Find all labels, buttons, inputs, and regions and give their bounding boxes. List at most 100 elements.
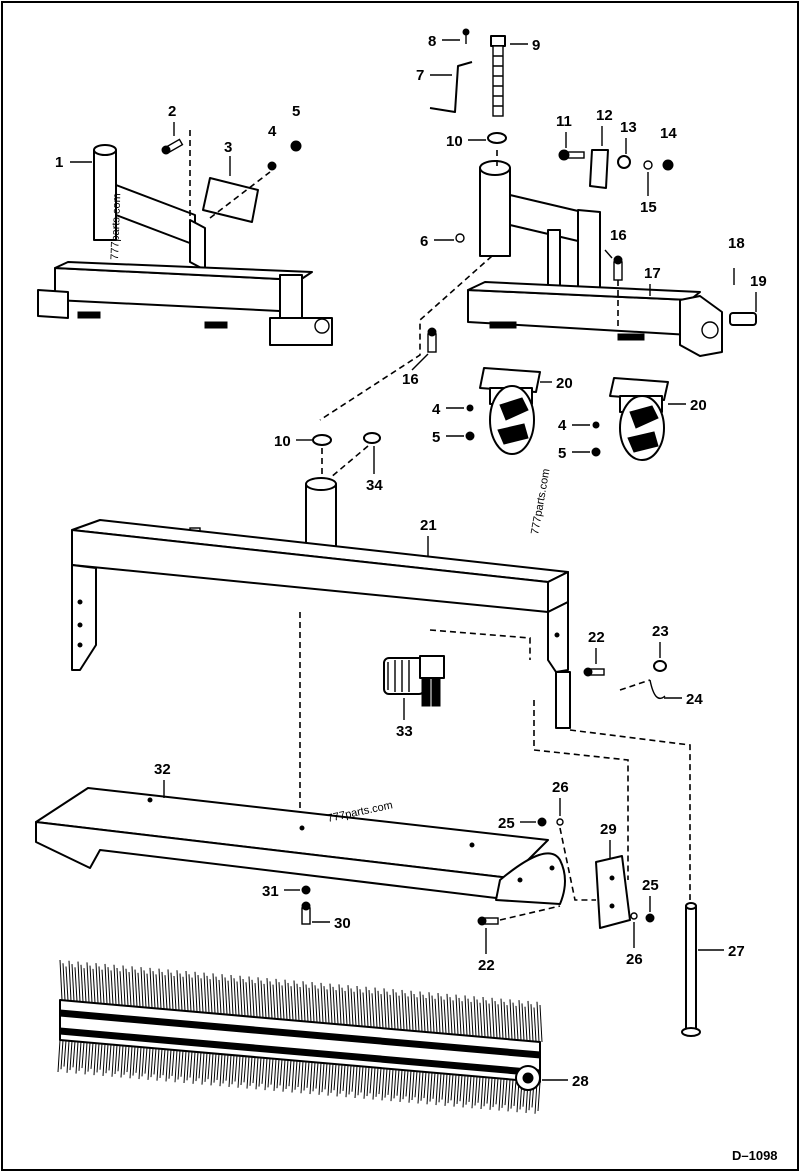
callout-10-lower: 10 (274, 433, 291, 450)
callout-31: 31 (262, 883, 279, 900)
callout-labels: 1 2 3 4 5 6 7 8 9 10 11 12 13 14 15 16 1… (55, 33, 767, 1090)
assembly-line-26 (559, 827, 596, 901)
callout-22-lower: 22 (478, 957, 495, 974)
part-5-nut-right (591, 447, 601, 457)
part-17-mount-frame (467, 160, 723, 357)
part-16-bolt-lower (427, 327, 437, 353)
part-10-washer (487, 132, 507, 144)
callout-4: 4 (268, 123, 277, 140)
callout-26-upper: 26 (552, 779, 569, 796)
part-5-nut-left (465, 431, 475, 441)
assembly-line-29 (533, 700, 629, 880)
callout-5: 5 (292, 103, 300, 120)
part-30-bolt (301, 901, 311, 925)
watermark-right: 777parts.com (529, 468, 552, 536)
part-22-bolt-lower (477, 916, 499, 926)
part-21-bracket (555, 671, 571, 729)
watermark-left: 777parts.com (109, 193, 123, 260)
callout-28: 28 (572, 1073, 589, 1090)
callout-16-lower: 16 (402, 371, 419, 388)
assembly-line-33 (429, 629, 531, 660)
callout-21: 21 (420, 517, 437, 534)
callout-19: 19 (750, 273, 767, 290)
drawing-number: D–1098 (732, 1148, 778, 1163)
part-5-nut (290, 140, 302, 152)
callout-29: 29 (600, 821, 617, 838)
callout-32: 32 (154, 761, 171, 778)
callout-10: 10 (446, 133, 463, 150)
callout-18: 18 (728, 235, 745, 252)
part-9-bolt (490, 35, 506, 117)
callout-16: 16 (610, 227, 627, 244)
callout-5-left: 5 (432, 429, 440, 446)
part-13-spacer (617, 155, 631, 169)
part-8-pin (462, 28, 470, 44)
part-20-caster-left (479, 367, 541, 455)
part-25-nut-upper (537, 817, 547, 827)
part-33-hydraulic-motor (383, 655, 445, 707)
assembly-line-23 (619, 679, 651, 691)
part-4-washer-right (592, 421, 600, 429)
callout-11: 11 (556, 113, 572, 130)
callout-1: 1 (55, 154, 63, 171)
part-22-bolt-upper (583, 667, 605, 677)
callout-4-left: 4 (432, 401, 441, 418)
part-11-bolt (558, 149, 585, 161)
assembly-line-27 (569, 729, 691, 900)
part-19-pin (729, 312, 757, 326)
callout-12: 12 (596, 107, 613, 124)
part-32-hood (35, 787, 566, 905)
part-4-washer-left (466, 404, 474, 412)
part-3-plate (202, 177, 259, 223)
part-7-handle (429, 61, 473, 113)
part-10-washer-lower (312, 434, 332, 446)
part-21-main-frame (71, 477, 569, 673)
callout-20-left: 20 (556, 375, 573, 392)
callout-15: 15 (640, 199, 657, 216)
part-6-grease-fitting (455, 233, 465, 243)
callout-17: 17 (644, 265, 661, 282)
callout-22-upper: 22 (588, 629, 605, 646)
callout-2: 2 (168, 103, 176, 120)
callout-25-lower: 25 (642, 877, 659, 894)
callout-33: 33 (396, 723, 413, 740)
callout-13: 13 (620, 119, 637, 136)
callout-7: 7 (416, 67, 424, 84)
part-29-side-plate (595, 855, 631, 929)
callout-5-right: 5 (558, 445, 566, 462)
part-1-mount-frame (37, 144, 333, 346)
part-28-brush (57, 959, 543, 1114)
part-12-clip (589, 149, 609, 189)
part-34-bushing (363, 432, 381, 444)
callout-25-upper: 25 (498, 815, 515, 832)
callout-3: 3 (224, 139, 232, 156)
part-24-clip (649, 679, 666, 700)
callout-30: 30 (334, 915, 351, 932)
part-4-washer (267, 161, 277, 171)
part-27-shaft (681, 902, 701, 1037)
callout-9: 9 (532, 37, 540, 54)
part-23-clevis (653, 660, 667, 672)
callout-6: 6 (420, 233, 428, 250)
part-26-washer-lower (630, 912, 638, 920)
part-26-washer-upper (556, 818, 564, 826)
part-25-nut-lower (645, 913, 655, 923)
callout-14: 14 (660, 125, 677, 142)
callout-24: 24 (686, 691, 703, 708)
callout-27: 27 (728, 943, 745, 960)
assembly-line-34 (329, 445, 369, 479)
callout-34: 34 (366, 477, 383, 494)
assembly-line-22b (499, 905, 561, 921)
assembly-line-3 (209, 171, 271, 219)
part-16-bolt-upper (613, 255, 623, 281)
callout-20-right: 20 (690, 397, 707, 414)
part-31-washer (301, 885, 311, 895)
callout-26-lower: 26 (626, 951, 643, 968)
part-15-washer (643, 160, 653, 170)
part-14-nut (662, 159, 674, 171)
callout-8: 8 (428, 33, 436, 50)
part-2-bolt (161, 138, 184, 155)
callout-4-right: 4 (558, 417, 567, 434)
